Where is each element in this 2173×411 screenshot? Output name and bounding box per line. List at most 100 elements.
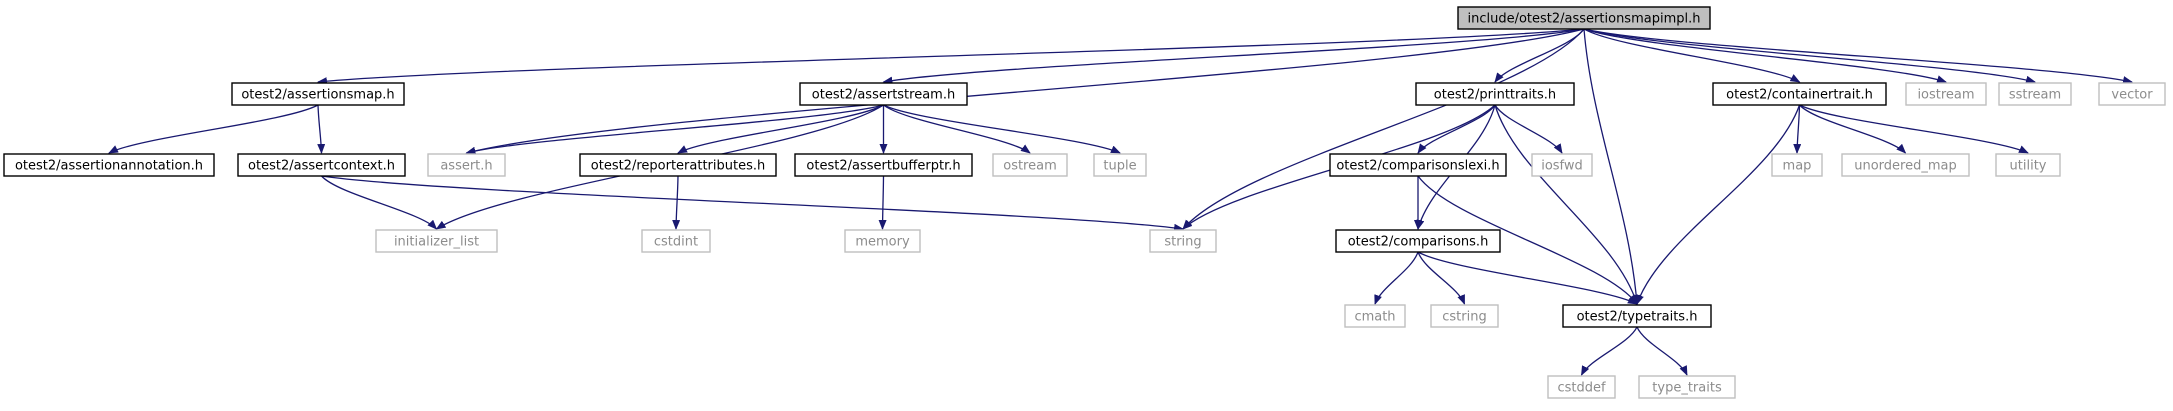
node-containertrait-label: otest2/containertrait.h bbox=[1726, 88, 1873, 103]
edge-containertrait-to-unordered_map bbox=[1799, 104, 1907, 154]
node-vector: vector bbox=[2098, 82, 2166, 106]
node-comparisons-label: otest2/comparisons.h bbox=[1348, 235, 1489, 250]
node-assertstream[interactable]: otest2/assertstream.h bbox=[799, 82, 968, 106]
node-map-box bbox=[1771, 153, 1823, 177]
node-cmath: cmath bbox=[1344, 304, 1406, 328]
node-typetraits-box bbox=[1562, 304, 1712, 328]
edge-assertionsmap-to-assertionannotation bbox=[108, 104, 319, 154]
node-initializer_list-label: initializer_list bbox=[394, 235, 479, 250]
node-assertionsmap-label: otest2/assertionsmap.h bbox=[241, 88, 394, 103]
edge-reporterattributes-to-cstdint bbox=[672, 175, 681, 230]
edge-assertcontext-to-initializer_list bbox=[321, 175, 438, 230]
node-cstddef-label: cstddef bbox=[1557, 381, 1606, 396]
edge-assertstream-to-reporterattributes bbox=[677, 104, 884, 154]
edge-typetraits-to-type_traits bbox=[1636, 326, 1688, 376]
edge-printtraits-to-comparisonslexi bbox=[1417, 104, 1496, 154]
node-root[interactable]: include/otest2/assertionsmapimpl.h bbox=[1457, 6, 1711, 30]
node-memory-label: memory bbox=[855, 235, 910, 250]
node-comparisons[interactable]: otest2/comparisons.h bbox=[1335, 229, 1501, 253]
edge-containertrait-to-map bbox=[1793, 104, 1802, 154]
edge-containertrait-to-typetraits bbox=[1636, 104, 1801, 305]
node-unordered_map: unordered_map bbox=[1841, 153, 1970, 177]
node-ostream-label: ostream bbox=[1003, 159, 1057, 174]
node-assertionannotation[interactable]: otest2/assertionannotation.h bbox=[3, 153, 215, 177]
edge-assertstream-to-tuple bbox=[883, 104, 1121, 154]
node-assertbufferptr[interactable]: otest2/assertbufferptr.h bbox=[794, 153, 973, 177]
node-cstring-box bbox=[1430, 304, 1499, 328]
node-asserth: assert.h bbox=[427, 153, 506, 177]
node-sstream-box bbox=[1998, 82, 2072, 106]
node-cstddef: cstddef bbox=[1547, 375, 1616, 399]
node-cstdint: cstdint bbox=[641, 229, 711, 253]
edge-printtraits-to-typetraits bbox=[1494, 104, 1639, 305]
node-assertionannotation-label: otest2/assertionannotation.h bbox=[15, 159, 203, 174]
edge-root-to-typetraits bbox=[1583, 28, 1641, 305]
node-comparisonslexi[interactable]: otest2/comparisonslexi.h bbox=[1329, 153, 1507, 177]
node-assertionsmap[interactable]: otest2/assertionsmap.h bbox=[231, 82, 405, 106]
edge-root-to-containertrait bbox=[1583, 28, 1801, 83]
node-asserth-label: assert.h bbox=[440, 159, 492, 174]
edge-printtraits-to-iosfwd bbox=[1494, 104, 1563, 154]
node-type_traits: type_traits bbox=[1638, 375, 1736, 399]
node-assertbufferptr-label: otest2/assertbufferptr.h bbox=[806, 159, 960, 174]
edge-root-to-vector bbox=[1583, 28, 2133, 85]
node-typetraits[interactable]: otest2/typetraits.h bbox=[1562, 304, 1712, 328]
node-root-label: include/otest2/assertionsmapimpl.h bbox=[1468, 12, 1701, 27]
node-iosfwd: iosfwd bbox=[1531, 153, 1593, 177]
node-reporterattributes[interactable]: otest2/reporterattributes.h bbox=[579, 153, 777, 177]
node-initializer_list-box bbox=[375, 229, 498, 253]
edge-root-to-asserth bbox=[465, 28, 1585, 155]
node-cstring-label: cstring bbox=[1442, 310, 1486, 325]
node-reporterattributes-label: otest2/reporterattributes.h bbox=[591, 159, 765, 174]
edge-root-to-sstream bbox=[1583, 28, 2036, 84]
node-assertcontext-box bbox=[237, 153, 406, 177]
node-sstream: sstream bbox=[1998, 82, 2072, 106]
node-memory: memory bbox=[844, 229, 921, 253]
edge-assertionsmap-to-assertcontext bbox=[317, 104, 326, 154]
node-comparisonslexi-label: otest2/comparisonslexi.h bbox=[1336, 159, 1499, 174]
node-asserth-box bbox=[427, 153, 506, 177]
node-iostream-label: iostream bbox=[1917, 88, 1974, 103]
node-iosfwd-label: iosfwd bbox=[1541, 159, 1583, 174]
node-printtraits-label: otest2/printtraits.h bbox=[1434, 88, 1556, 103]
node-initializer_list: initializer_list bbox=[375, 229, 498, 253]
edge-assertcontext-to-string bbox=[321, 175, 1184, 232]
node-cstdint-box bbox=[641, 229, 711, 253]
node-containertrait[interactable]: otest2/containertrait.h bbox=[1712, 82, 1887, 106]
node-cmath-box bbox=[1344, 304, 1406, 328]
node-unordered_map-label: unordered_map bbox=[1854, 159, 1957, 174]
node-assertbufferptr-box bbox=[794, 153, 973, 177]
node-memory-box bbox=[844, 229, 921, 253]
edge-root-to-assertstream bbox=[882, 28, 1585, 85]
node-utility-box bbox=[1995, 153, 2061, 177]
node-assertcontext[interactable]: otest2/assertcontext.h bbox=[237, 153, 406, 177]
node-ostream: ostream bbox=[992, 153, 1068, 177]
edge-containertrait-to-utility bbox=[1799, 104, 2029, 154]
node-cmath-label: cmath bbox=[1354, 310, 1395, 325]
node-ostream-box bbox=[992, 153, 1068, 177]
edge-assertstream-to-asserth bbox=[465, 104, 884, 155]
node-map: map bbox=[1771, 153, 1823, 177]
edge-root-to-printtraits bbox=[1494, 28, 1585, 83]
node-typetraits-label: otest2/typetraits.h bbox=[1577, 310, 1698, 325]
node-assertstream-box bbox=[799, 82, 968, 106]
edge-comparisons-to-cstring bbox=[1417, 251, 1466, 305]
node-string-label: string bbox=[1164, 235, 1201, 250]
node-assertcontext-label: otest2/assertcontext.h bbox=[248, 159, 395, 174]
node-iosfwd-box bbox=[1531, 153, 1593, 177]
node-tuple: tuple bbox=[1093, 153, 1147, 177]
node-utility: utility bbox=[1995, 153, 2061, 177]
edge-assertbufferptr-to-memory bbox=[878, 175, 887, 230]
node-printtraits[interactable]: otest2/printtraits.h bbox=[1415, 82, 1575, 106]
node-iostream: iostream bbox=[1905, 82, 1987, 106]
edge-root-to-string bbox=[1182, 28, 1585, 230]
node-cstring: cstring bbox=[1430, 304, 1499, 328]
node-vector-box bbox=[2098, 82, 2166, 106]
node-comparisons-box bbox=[1335, 229, 1501, 253]
node-map-label: map bbox=[1783, 159, 1812, 174]
node-iostream-box bbox=[1905, 82, 1987, 106]
edge-assertstream-to-ostream bbox=[883, 104, 1031, 154]
node-unordered_map-box bbox=[1841, 153, 1970, 177]
node-comparisonslexi-box bbox=[1329, 153, 1507, 177]
